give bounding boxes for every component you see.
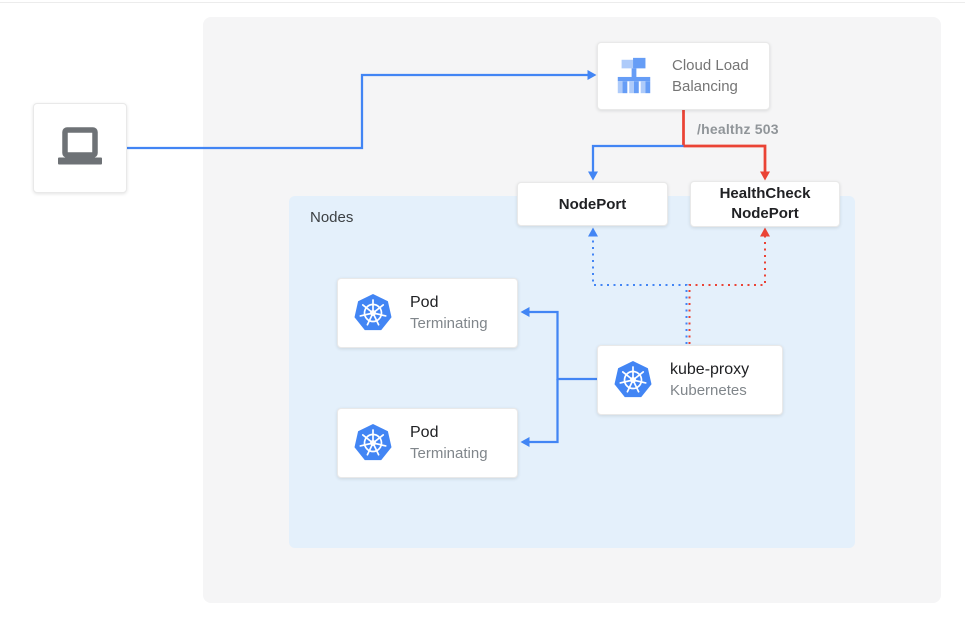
kube-proxy-title: kube-proxy [670,361,750,378]
healthcheck-nodeport-node: HealthCheck NodePort [690,181,840,227]
pod1-status: Terminating [410,315,488,332]
kube-proxy-node: kube-proxy Kubernetes [597,345,783,415]
kube-proxy-subtitle: Kubernetes [670,382,747,399]
kubernetes-icon [354,424,392,461]
pod1-title: Pod [410,294,439,311]
laptop-icon [58,127,102,165]
healthcheck-nodeport-label-line1: HealthCheck [719,185,811,203]
kubernetes-icon [614,361,652,398]
healthz-status-label: /healthz 503 [697,121,779,137]
kubernetes-icon [354,294,392,331]
pod-node-1: Pod Terminating [337,278,518,348]
cloud-load-balancing-label: Cloud Load Balancing [672,57,749,95]
load-balancer-icon [617,57,651,94]
pod2-status: Terminating [410,445,488,462]
cloud-load-balancing-node: Cloud Load Balancing [597,42,770,110]
healthcheck-nodeport-label-line2: NodePort [731,205,799,222]
client-node [33,103,127,193]
pod-node-2: Pod Terminating [337,408,518,478]
nodeport-label: NodePort [558,195,627,213]
nodeport-node: NodePort [517,182,668,226]
nodes-group-label: Nodes [310,209,354,226]
page-top-divider [0,2,965,3]
pod2-title: Pod [410,424,439,441]
